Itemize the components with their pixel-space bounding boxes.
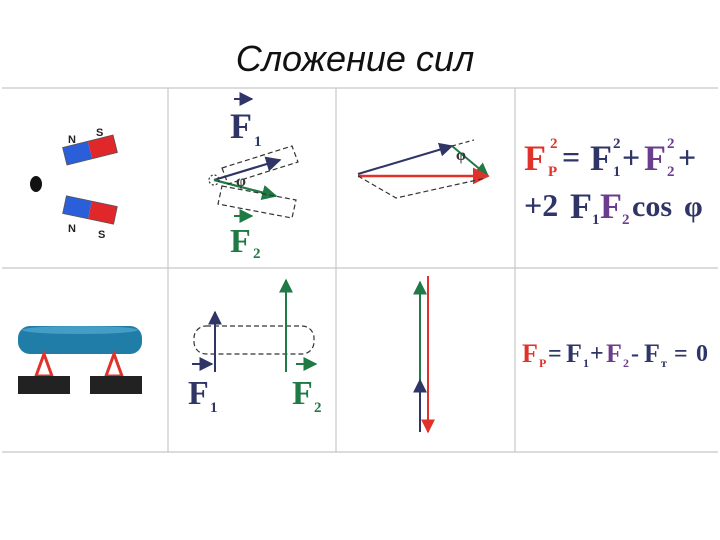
magnet-top [62, 134, 118, 166]
svg-text:1: 1 [592, 212, 600, 228]
formula1-line2-plus: +2 [524, 187, 558, 223]
svg-text:+: + [678, 139, 696, 175]
formula-cosine: F P 2 = F 1 2 + F 2 2 + +2 F 1 F 2 cos φ [524, 136, 703, 228]
formula1-fr: F [524, 138, 546, 178]
page-title: Сложение сил [235, 38, 475, 79]
svg-text:+: + [590, 341, 604, 367]
svg-text:P: P [539, 356, 546, 370]
para-f1 [357, 142, 454, 175]
svg-text:+: + [622, 139, 640, 175]
para-phi: φ [456, 147, 466, 164]
svg-text:1: 1 [613, 164, 621, 180]
svg-text:cos: cos [632, 190, 672, 223]
grid [2, 87, 718, 453]
svg-text:2: 2 [613, 136, 621, 152]
base-left [18, 376, 70, 394]
f1-dashed-box [221, 145, 299, 185]
svg-text:F: F [600, 186, 622, 226]
svg-text:1: 1 [583, 356, 589, 370]
f2-dashed-box [217, 185, 297, 219]
svg-text:т: т [661, 356, 667, 370]
svg-text:0: 0 [696, 341, 708, 367]
f1-label: F [230, 106, 252, 146]
svg-text:-: - [631, 341, 639, 367]
parallelogram-cell: φ [357, 139, 490, 199]
beam-cell [18, 326, 142, 394]
angle-phi: φ [236, 173, 246, 190]
formula2-fr: F [522, 339, 538, 368]
f2-sub: 2 [253, 246, 261, 262]
magnets-cell: N S N S [30, 127, 118, 241]
svg-text:2: 2 [667, 164, 675, 180]
svg-text:F: F [570, 186, 592, 226]
magnet-top-n: N [68, 134, 76, 146]
svg-text:φ: φ [684, 190, 703, 223]
magnet-bottom-s: S [98, 229, 105, 241]
parallel-f2-label: F [292, 375, 313, 412]
angle-forces-cell: φ F 1 F 2 [208, 92, 299, 262]
svg-text:2: 2 [622, 212, 630, 228]
svg-text:2: 2 [623, 356, 629, 370]
parallel-forces-cell: F 1 F 2 [188, 278, 322, 416]
svg-text:F: F [644, 138, 666, 178]
svg-text:P: P [548, 164, 557, 180]
svg-text:2: 2 [667, 136, 675, 152]
svg-text:2: 2 [314, 400, 322, 416]
formula-equilibrium: F P = F 1 + F 2 - F т = 0 [522, 339, 708, 370]
parallel-f1-label: F [188, 375, 209, 412]
opposite-forces-cell [413, 276, 435, 434]
magnet-bottom [62, 195, 118, 225]
svg-text:F: F [606, 339, 622, 368]
magnet-bottom-n: N [68, 223, 76, 235]
f1-vector [213, 156, 282, 182]
svg-text:1: 1 [210, 400, 218, 416]
svg-text:F: F [590, 138, 612, 178]
support-right [103, 349, 125, 378]
svg-text:=: = [562, 139, 580, 175]
para-dashed-sides [357, 175, 487, 199]
ball [30, 176, 42, 192]
origin-point [208, 174, 220, 186]
svg-text:=: = [548, 341, 562, 367]
f1-sub: 1 [254, 134, 262, 150]
beam-dashed [193, 325, 315, 355]
magnet-top-s: S [96, 127, 103, 139]
base-right [90, 376, 142, 394]
f2-label: F [230, 223, 251, 260]
support-left [33, 349, 55, 378]
f2-vector [213, 178, 278, 200]
svg-text:F: F [644, 339, 660, 368]
svg-text:F: F [566, 339, 582, 368]
svg-text:2: 2 [550, 136, 558, 152]
svg-text:=: = [674, 341, 688, 367]
